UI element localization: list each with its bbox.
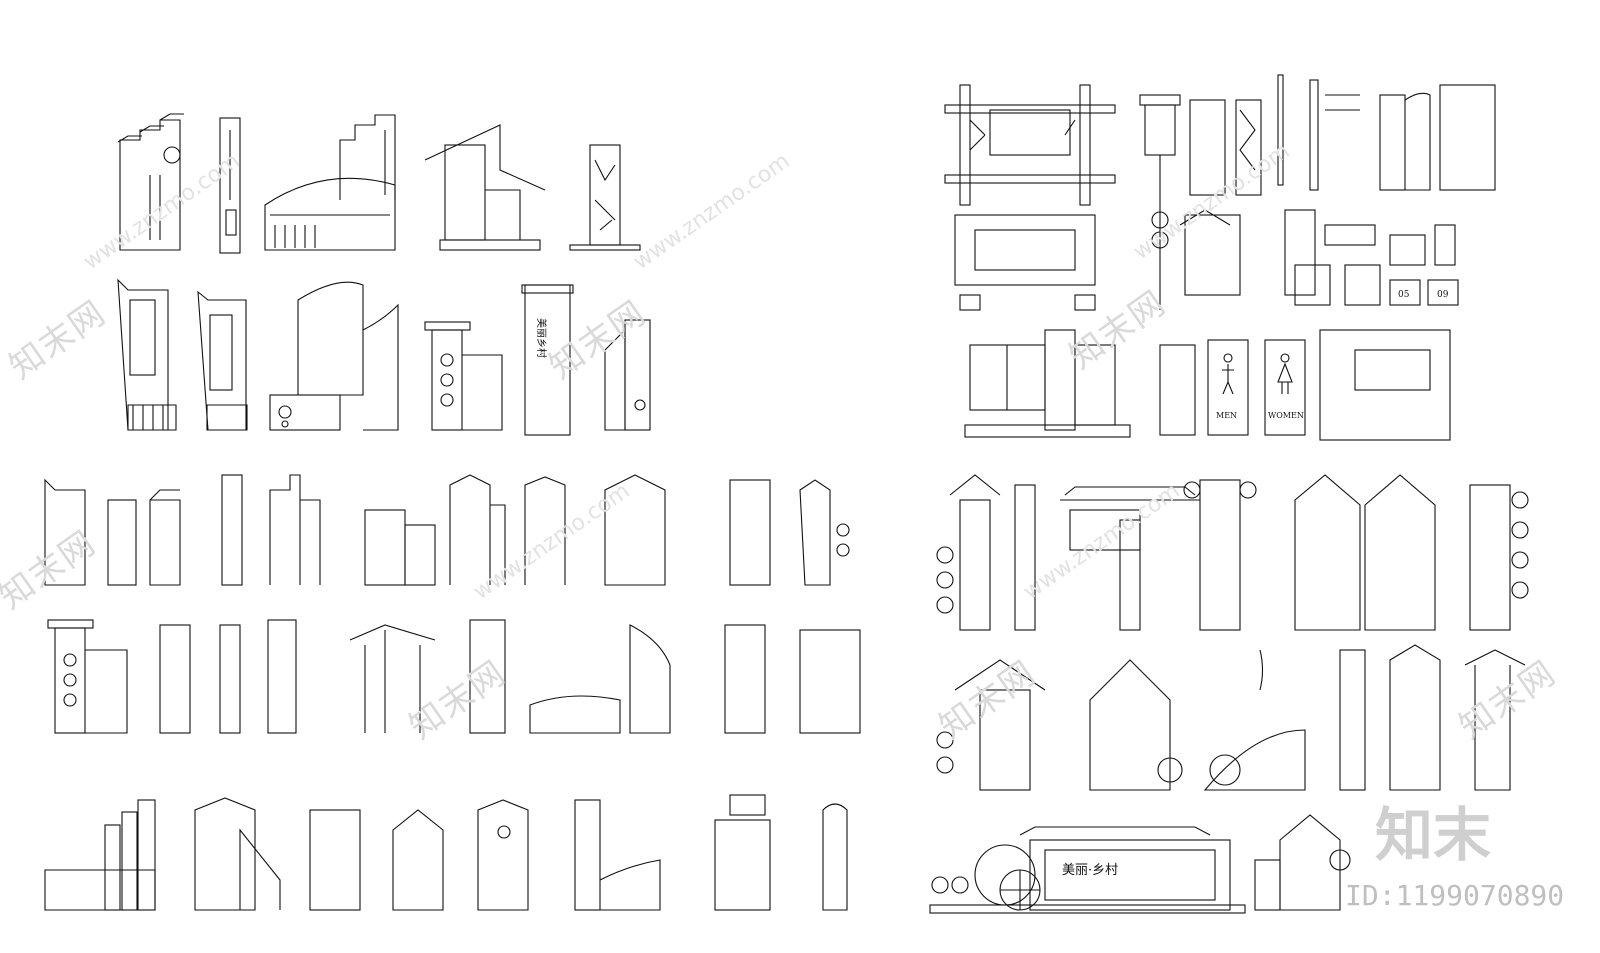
br-row3 (936, 474, 1529, 631)
brand-logo: 知末 (1375, 801, 1491, 869)
row5-signs (44, 794, 848, 911)
label-men: MEN (1216, 411, 1237, 420)
label-beautiful-village-2: 美丽·乡村 (1062, 863, 1118, 878)
monument-5 (269, 281, 399, 431)
label-beautiful-village-1: 美丽乡村 (535, 318, 548, 358)
pavilion-1 (424, 124, 546, 251)
pillar-1 (219, 117, 241, 254)
screen-1 (569, 144, 641, 251)
watermark-cn-3: 知末网 (1062, 283, 1173, 378)
watermark-url-3: www.znzmo.com (1129, 139, 1294, 265)
row3-signs (44, 474, 850, 586)
tower-1 (521, 284, 574, 436)
row4-signs (47, 619, 861, 734)
brand-id: ID:1199070890 (1345, 879, 1564, 912)
watermark-url-2: www.znzmo.com (629, 149, 794, 275)
monument-3 (117, 278, 177, 431)
sign-1 (604, 319, 651, 431)
billboard-2 (954, 214, 1096, 311)
watermark-cn-7: 知末网 (1452, 653, 1563, 748)
monument-1 (117, 113, 184, 251)
monument-2 (264, 114, 396, 251)
small-signs-row (1179, 209, 1459, 306)
br-row5 (929, 814, 1351, 914)
watermark-cn-6: 知末网 (932, 653, 1043, 748)
gate-1 (424, 321, 503, 431)
watermark-url-4: www.znzmo.com (469, 479, 634, 605)
watermark-layer: 知末网 www.znzmo.com 知末网 www.znzmo.com 知末网 … (0, 139, 1564, 748)
watermark-cn-1: 知末网 (2, 293, 113, 388)
lamp-post-1 (1139, 94, 1181, 310)
label-09: 09 (1437, 290, 1449, 300)
toilet-signs (1159, 339, 1306, 436)
billboard-1 (944, 84, 1116, 206)
watermark-cn-4: 知末网 (0, 523, 104, 618)
watermark-url-5: www.znzmo.com (1019, 479, 1184, 605)
label-women: WOMEN (1268, 411, 1304, 420)
bus-shelter-1 (964, 329, 1131, 438)
monument-4 (197, 290, 248, 431)
label-05: 05 (1398, 290, 1410, 300)
br-row4 (936, 644, 1526, 791)
watermark-cn-2: 知末网 (542, 293, 653, 388)
billboard-3 (1319, 329, 1451, 441)
guide-signs (1189, 74, 1496, 196)
